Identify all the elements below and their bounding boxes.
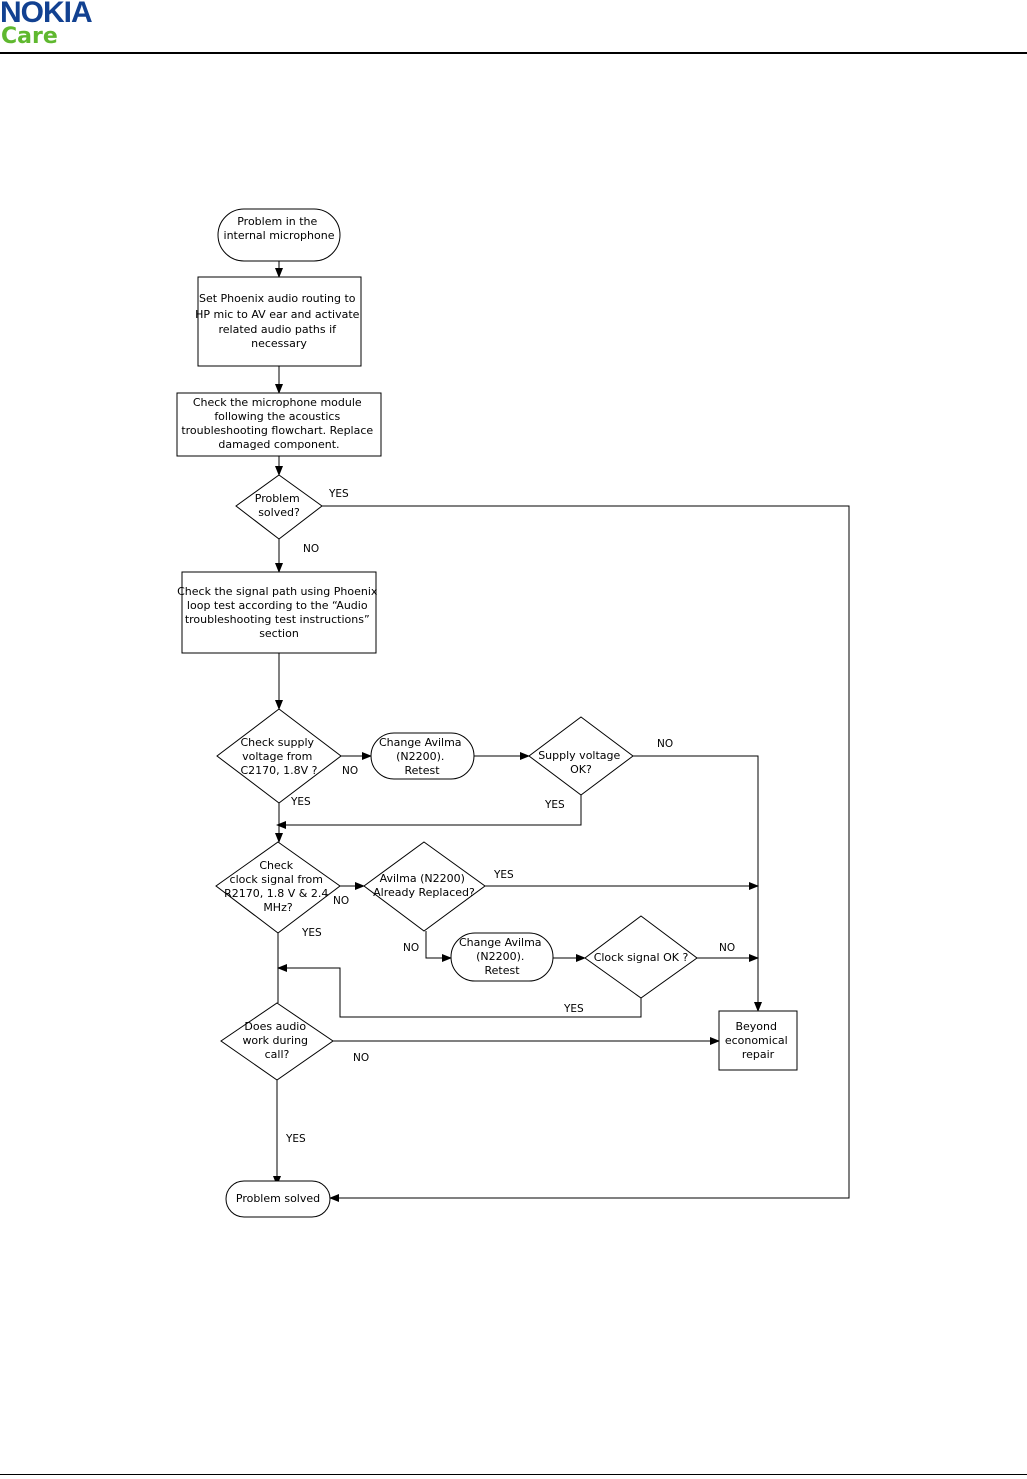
label-solved-yes: YES bbox=[328, 488, 349, 500]
label-supply-yes: YES bbox=[290, 796, 311, 808]
node-change-avilma-2: Change Avilma (N2200). Retest bbox=[450, 932, 554, 982]
label-supplyok-no: NO bbox=[657, 738, 673, 750]
node-avilma-replaced-line-2: Already Replaced? bbox=[373, 886, 475, 899]
node-check-clock-decision: Check clock signal from R2170, 1.8 V & 2… bbox=[215, 841, 341, 934]
node-check-signal-line-1: Check the signal path using Phoenix bbox=[177, 585, 378, 598]
node-supply-ok-line-2: OK? bbox=[570, 763, 592, 776]
svg-text:Set Phoenix audio routing to: Set Phoenix audio routing to HP mic to A… bbox=[195, 292, 363, 350]
svg-text:Check the signal path using Ph: Check the signal path using Phoenix loop… bbox=[177, 585, 381, 640]
node-beyond-repair-line-1: Beyond bbox=[735, 1020, 777, 1033]
node-audio-works-line-2: work during bbox=[242, 1034, 308, 1047]
node-set-routing-line-3: related audio paths if bbox=[218, 323, 337, 336]
node-change-avilma-1-line-1: Change Avilma bbox=[379, 736, 462, 749]
node-set-routing-line-1: Set Phoenix audio routing to bbox=[199, 292, 356, 305]
svg-text:Beyond economical: Beyond economical repair bbox=[725, 1020, 791, 1061]
node-beyond-repair-line-2: economical bbox=[725, 1034, 788, 1047]
svg-text:Change Avilma (N2200).: Change Avilma (N2200). Retest bbox=[379, 736, 465, 777]
label-supplyok-yes: YES bbox=[544, 799, 565, 811]
svg-text:Problem solved?: Problem solved? bbox=[255, 492, 303, 519]
svg-text:Check clock signal from: Check clock signal from R2170, 1.8 V & 2… bbox=[224, 859, 332, 914]
node-problem-solved-end: Problem solved bbox=[225, 1180, 331, 1218]
header-divider bbox=[0, 52, 1027, 54]
label-audio-no: NO bbox=[353, 1052, 369, 1064]
svg-text:Problem solved: Problem solved bbox=[236, 1192, 320, 1205]
node-check-clock-line-1: Check bbox=[259, 859, 293, 872]
label-replaced-yes: YES bbox=[493, 869, 514, 881]
node-change-avilma-1-line-2: (N2200). bbox=[396, 750, 444, 763]
svg-text:Check supply voltage fro: Check supply voltage from C2170, 1.8V ? bbox=[240, 736, 317, 777]
edge-labels: YES NO NO YES NO YES NO YES YES NO NO YE… bbox=[285, 488, 735, 1145]
node-problem-solved-end-line-1: Problem solved bbox=[236, 1192, 320, 1205]
label-clock-yes: YES bbox=[301, 927, 322, 939]
node-clock-ok-line-1: Clock signal OK ? bbox=[594, 951, 689, 964]
svg-text:Change Avilma (N2200).: Change Avilma (N2200). Retest bbox=[459, 936, 545, 977]
node-check-signal-path: Check the signal path using Phoenix loop… bbox=[177, 571, 381, 654]
node-start-line-1: Problem in the bbox=[237, 215, 317, 228]
node-audio-works-decision: Does audio work during call? bbox=[220, 1002, 334, 1081]
edge-supplyok-no bbox=[633, 755, 762, 1012]
node-avilma-replaced-decision: Avilma (N2200) Already Replaced? bbox=[363, 841, 486, 932]
node-set-routing-line-4: necessary bbox=[251, 337, 307, 350]
node-check-mic-line-1: Check the microphone module bbox=[193, 396, 362, 409]
edge-supplyok-yes bbox=[276, 795, 582, 829]
node-change-avilma-2-line-3: Retest bbox=[484, 964, 520, 977]
svg-text:Does audio work during: Does audio work during call? bbox=[242, 1020, 311, 1061]
node-change-avilma-1: Change Avilma (N2200). Retest bbox=[370, 732, 475, 780]
node-change-avilma-1-line-3: Retest bbox=[404, 764, 440, 777]
node-beyond-repair-line-3: repair bbox=[742, 1048, 775, 1061]
svg-text:Supply voltage OK?: Supply voltage OK? bbox=[538, 749, 624, 776]
edge-solved-yes bbox=[322, 505, 850, 1202]
node-check-mic-line-3: troubleshooting flowchart. Replace bbox=[181, 424, 373, 437]
node-start-line-2: internal microphone bbox=[224, 229, 335, 242]
node-check-mic-line-2: following the acoustics bbox=[214, 410, 340, 423]
label-clock-no: NO bbox=[333, 895, 349, 907]
label-supply-no: NO bbox=[342, 765, 358, 777]
edge-replaced-no bbox=[425, 931, 452, 962]
node-problem-solved-q-line-2: solved? bbox=[258, 506, 300, 519]
node-check-mic: Check the microphone module following th… bbox=[176, 392, 382, 457]
node-check-signal-line-4: section bbox=[259, 627, 299, 640]
node-change-avilma-2-line-1: Change Avilma bbox=[459, 936, 542, 949]
node-check-signal-line-3: troubleshooting test instructions” bbox=[185, 613, 370, 626]
svg-text:Problem in the internal: Problem in the internal microphone bbox=[224, 215, 335, 242]
node-check-signal-line-2: loop test according to the “Audio bbox=[187, 599, 368, 612]
node-clock-ok-decision: Clock signal OK ? bbox=[584, 915, 698, 999]
node-audio-works-line-3: call? bbox=[265, 1048, 290, 1061]
node-check-supply-decision: Check supply voltage from C2170, 1.8V ? bbox=[216, 708, 342, 804]
logo-nokia-text: NOKIA bbox=[0, 0, 93, 29]
label-clockok-no: NO bbox=[719, 942, 735, 954]
svg-text:Clock signal OK ?: Clock signal OK ? bbox=[594, 951, 689, 964]
node-check-clock-line-4: MHz? bbox=[263, 901, 293, 914]
footer-divider bbox=[0, 1474, 1027, 1475]
node-set-routing-line-2: HP mic to AV ear and activate bbox=[195, 308, 360, 321]
node-change-avilma-2-line-2: (N2200). bbox=[476, 950, 524, 963]
node-audio-works-line-1: Does audio bbox=[244, 1020, 306, 1033]
node-avilma-replaced-line-1: Avilma (N2200) bbox=[380, 872, 465, 885]
nokia-care-logo: NOKIA Care bbox=[0, 0, 200, 52]
logo-care-text: Care bbox=[1, 24, 58, 49]
node-check-supply-line-2: voltage from bbox=[242, 750, 312, 763]
node-supply-ok-line-1: Supply voltage bbox=[538, 749, 620, 762]
node-set-routing: Set Phoenix audio routing to HP mic to A… bbox=[195, 276, 363, 367]
node-check-mic-line-4: damaged component. bbox=[218, 438, 339, 451]
label-clockok-yes: YES bbox=[563, 1003, 584, 1015]
node-check-clock-line-3: R2170, 1.8 V & 2.4 bbox=[224, 887, 328, 900]
node-problem-solved-decision: Problem solved? bbox=[235, 474, 323, 540]
node-check-supply-line-1: Check supply bbox=[240, 736, 314, 749]
node-supply-ok-decision: Supply voltage OK? bbox=[528, 716, 634, 796]
label-audio-yes: YES bbox=[285, 1133, 306, 1145]
svg-text:Check the microphone module: Check the microphone module following th… bbox=[181, 396, 376, 451]
edge-clockok-yes bbox=[277, 964, 642, 1018]
node-check-supply-line-3: C2170, 1.8V ? bbox=[240, 764, 317, 777]
connectors bbox=[273, 261, 850, 1202]
node-problem-solved-q-line-1: Problem bbox=[255, 492, 300, 505]
node-start: Problem in the internal microphone bbox=[217, 208, 341, 262]
node-check-clock-line-2: clock signal from bbox=[230, 873, 323, 886]
node-beyond-repair: Beyond economical repair bbox=[718, 1010, 798, 1071]
svg-text:Avilma (N2200) Already R: Avilma (N2200) Already Replaced? bbox=[373, 872, 475, 899]
label-replaced-no: NO bbox=[403, 942, 419, 954]
label-solved-no: NO bbox=[303, 543, 319, 555]
